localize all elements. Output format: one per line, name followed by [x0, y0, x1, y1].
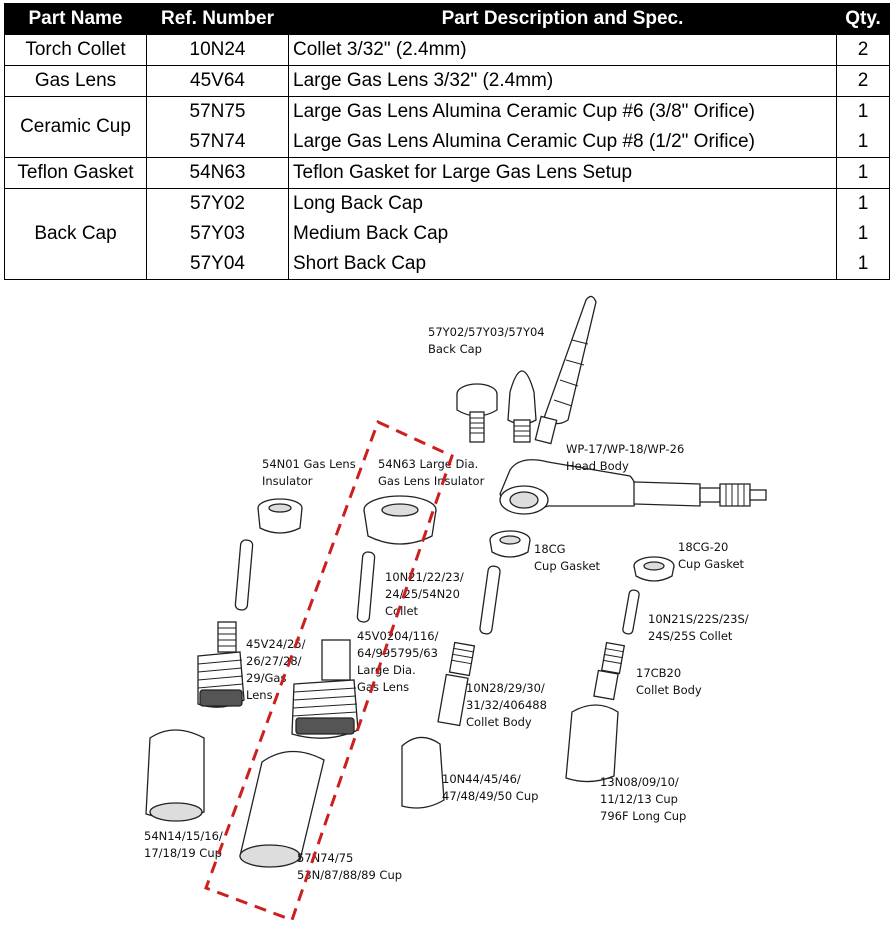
cup-gasket-18cg20 — [633, 556, 675, 582]
torch-head-body — [499, 459, 767, 515]
cell-desc: Large Gas Lens Alumina Ceramic Cup #6 (3… — [288, 96, 837, 127]
cell-ref: 57N74 — [146, 127, 289, 158]
collet-10n21-center — [479, 565, 501, 635]
table-row: 57Y04 Short Back Cap 1 — [5, 249, 890, 280]
collet-body-10n28 — [437, 641, 476, 727]
cell-desc: Large Gas Lens 3/32" (2.4mm) — [288, 65, 837, 97]
cell-qty: 1 — [836, 249, 890, 280]
cell-ref: 45V64 — [146, 65, 289, 97]
large-gas-lens-insulator — [363, 495, 437, 545]
cup-gasket-18cg — [489, 530, 531, 558]
label-cup-10n44: 10N44/45/46/ 47/48/49/50 Cup — [442, 772, 538, 803]
gas-lens-insulator — [257, 498, 303, 534]
header-description: Part Description and Spec. — [288, 3, 837, 35]
back-cap-long — [534, 295, 597, 445]
cell-qty: 2 — [836, 65, 890, 97]
header-ref-number: Ref. Number — [146, 3, 289, 35]
cell-ref: 57Y04 — [146, 249, 289, 280]
label-cup-gasket-18cg20: 18CG-20 Cup Gasket — [678, 540, 745, 571]
label-collet-body-17cb20: 17CB20 Collet Body — [636, 666, 702, 697]
table-row: Back Cap 57Y02 Long Back Cap 1 — [4, 188, 890, 280]
label-large-insulator: 54N63 Large Dia. Gas Lens Insulator — [378, 457, 485, 488]
cell-qty: 1 — [836, 157, 890, 189]
label-head-body: WP-17/WP-18/WP-26 Head Body — [566, 442, 688, 473]
collet-body-17cb20 — [593, 641, 626, 701]
table-row: Gas Lens 45V64 Large Gas Lens 3/32" (2.4… — [4, 65, 890, 97]
cell-qty: 1 — [836, 127, 890, 158]
cell-qty: 1 — [836, 96, 890, 127]
label-collet-body-10n28: 10N28/29/30/ 31/32/406488 Collet Body — [466, 681, 551, 729]
cup-54n14 — [145, 729, 205, 822]
header-part-name: Part Name — [4, 3, 147, 35]
cell-part-name: Gas Lens — [4, 65, 147, 97]
cell-qty: 1 — [836, 188, 890, 219]
cell-desc: Medium Back Cap — [288, 219, 837, 249]
table-row: 57N74 Large Gas Lens Alumina Ceramic Cup… — [5, 127, 890, 158]
exploded-parts-diagram: 57Y02/57Y03/57Y04 Back Cap WP-17/WP-18/W… — [144, 295, 767, 922]
table-row: 57Y03 Medium Back Cap 1 — [5, 219, 890, 249]
label-cup-gasket-18cg: 18CG Cup Gasket — [534, 542, 601, 573]
parts-table: Part Name Ref. Number Part Description a… — [4, 3, 890, 280]
cell-ref: 57Y03 — [146, 219, 289, 249]
label-back-cap: 57Y02/57Y03/57Y04 Back Cap — [428, 325, 548, 356]
cell-desc: Long Back Cap — [288, 188, 837, 219]
cell-desc: Short Back Cap — [288, 249, 837, 280]
cell-qty: 2 — [836, 34, 890, 66]
label-lens-insulator: 54N01 Gas Lens Insulator — [262, 457, 359, 488]
collet-10n21s — [622, 589, 640, 635]
table-row: Teflon Gasket 54N63 Teflon Gasket for La… — [4, 157, 890, 189]
table-row: Ceramic Cup 57N75 Large Gas Lens Alumina… — [4, 96, 890, 158]
gas-lens-left — [197, 621, 245, 708]
cell-part-name: Ceramic Cup — [4, 96, 147, 158]
label-collet-10n21s: 10N21S/22S/23S/ 24S/25S Collet — [648, 612, 752, 643]
back-cap-medium — [507, 370, 537, 443]
cell-qty: 1 — [836, 219, 890, 249]
large-gas-lens — [291, 639, 359, 739]
cell-part-name: Teflon Gasket — [4, 157, 147, 189]
highlight-dashed-outline — [204, 419, 454, 922]
cell-desc: Collet 3/32" (2.4mm) — [288, 34, 837, 66]
cell-ref: 57N75 — [146, 96, 289, 127]
header-qty: Qty. — [836, 3, 890, 35]
cell-part-name: Torch Collet — [4, 34, 147, 66]
back-cap-short — [456, 383, 498, 443]
table-header-row: Part Name Ref. Number Part Description a… — [4, 3, 890, 35]
table-row: Torch Collet 10N24 Collet 3/32" (2.4mm) … — [4, 34, 890, 66]
cell-part-name: Back Cap — [4, 188, 147, 280]
label-cup-54n14: 54N14/15/16/ 17/18/19 Cup — [144, 829, 226, 860]
collet-large — [356, 551, 376, 623]
label-cup-13n08: 13N08/09/10/ 11/12/13 Cup 796F Long Cup — [600, 775, 686, 823]
cup-57n74 — [239, 750, 325, 868]
cell-ref: 57Y02 — [146, 188, 289, 219]
cell-ref: 54N63 — [146, 157, 289, 189]
cell-desc: Large Gas Lens Alumina Ceramic Cup #8 (1… — [288, 127, 837, 158]
cell-desc: Teflon Gasket for Large Gas Lens Setup — [288, 157, 837, 189]
cell-ref: 10N24 — [146, 34, 289, 66]
cup-10n44 — [401, 736, 445, 809]
collet-left — [234, 539, 254, 611]
cup-13n08 — [565, 704, 619, 783]
label-large-gas-lens: 45V0204/116/ 64/995795/63 Large Dia. Gas… — [357, 629, 442, 694]
